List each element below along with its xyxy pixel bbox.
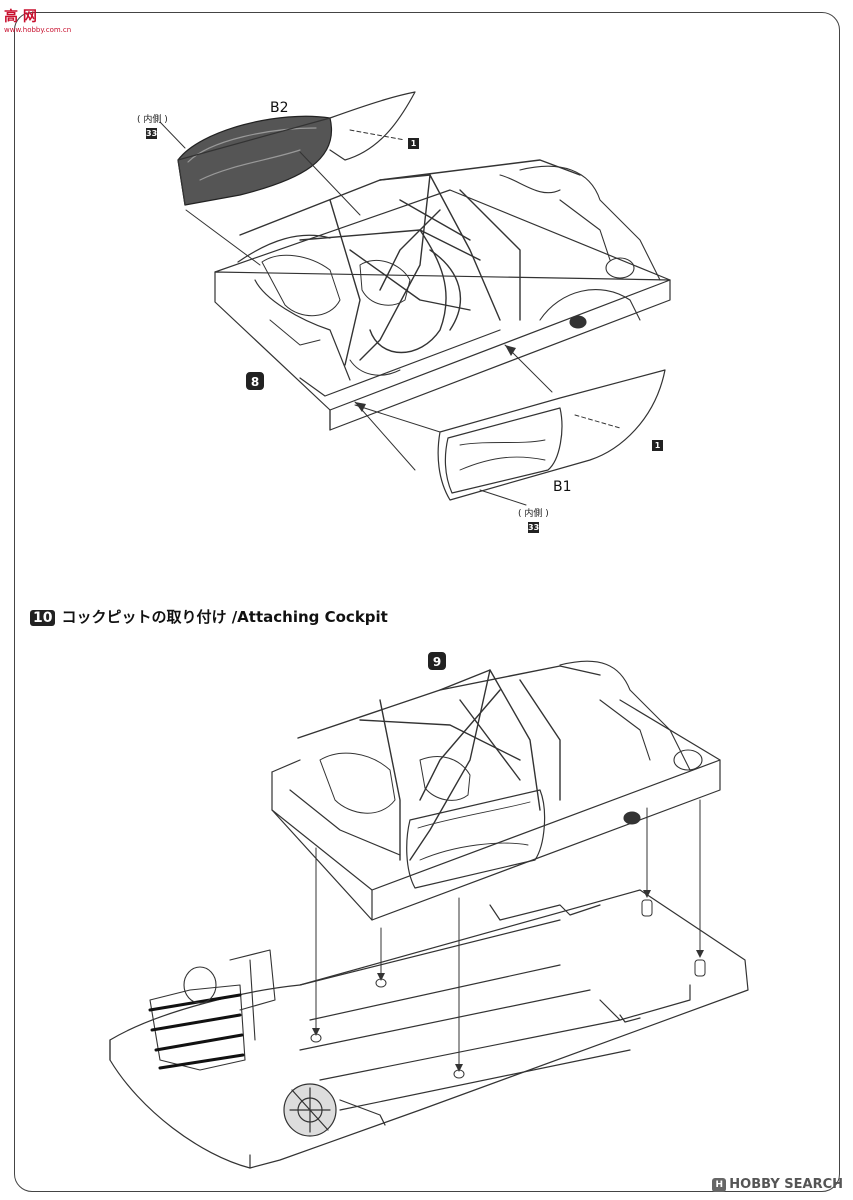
- site-watermark-text: 高 网: [4, 9, 37, 25]
- floor-pan: [109, 889, 749, 1169]
- door-b1: [437, 369, 666, 501]
- part-label-b1: B1: [553, 479, 572, 495]
- upper-guide-lines: [159, 121, 621, 506]
- site-watermark-url: www.hobby.com.cn: [4, 26, 72, 34]
- site-watermark: 高 网 www.hobby.com.cn: [4, 6, 71, 34]
- upper-chassis-tub: [214, 189, 671, 431]
- lower-door-opening: [406, 789, 546, 889]
- front-wheel-hub: [283, 1083, 386, 1137]
- lower-chassis-tub: [271, 699, 721, 921]
- lower-seats: [319, 752, 471, 814]
- lower-arrowheads: [312, 890, 704, 1072]
- step-10-heading: 10 コックピットの取り付け /Attaching Cockpit: [30, 606, 388, 627]
- upper-roll-cage: [239, 159, 581, 366]
- upper-seats: [261, 254, 411, 376]
- paint-code-bottom: 33: [528, 522, 540, 533]
- hobby-search-logo-icon: H: [712, 1177, 727, 1192]
- door-b2: [177, 91, 416, 206]
- lower-rear-section: [559, 660, 703, 825]
- lower-roll-cage: [297, 665, 601, 861]
- upper-arrowheads: [355, 345, 516, 412]
- upper-rear-section: [499, 165, 661, 329]
- paint-code-top: 33: [146, 128, 158, 139]
- step-ref-9: 9: [428, 652, 446, 670]
- inner-note-bottom: ( 内側 ): [518, 509, 549, 519]
- page-frame: [14, 12, 840, 1192]
- front-suspension: [148, 949, 276, 1071]
- locating-pins: [310, 899, 706, 1079]
- decal-number-top: 1: [408, 138, 419, 149]
- inner-note-top: ( 内側 ): [137, 115, 168, 125]
- step-number: 10: [30, 610, 56, 626]
- hobby-search-text: HOBBY SEARCH: [729, 1177, 843, 1192]
- decal-number-bottom: 1: [652, 440, 663, 451]
- step-title-text: コックピットの取り付け /Attaching Cockpit: [61, 608, 388, 626]
- part-label-b2: B2: [270, 100, 289, 116]
- lower-guide-lines: [315, 799, 701, 1067]
- step-ref-8: 8: [246, 372, 264, 390]
